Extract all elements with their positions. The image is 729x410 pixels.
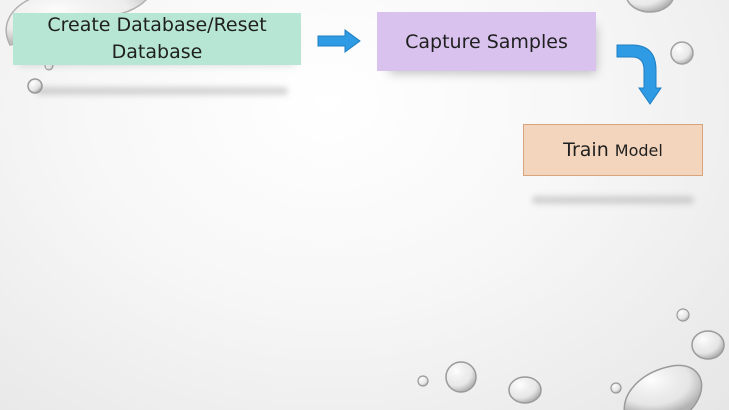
water-droplet-icon (626, 0, 674, 13)
step-create-database: Create Database/Reset Database (13, 13, 301, 65)
water-droplet-icon (610, 382, 622, 394)
step-capture-samples-label: Capture Samples (405, 30, 568, 53)
step-train-model-label-rest: Model (614, 140, 663, 160)
step1-shadow (36, 87, 288, 95)
water-droplet-icon (691, 330, 725, 360)
water-droplet-icon (417, 375, 429, 387)
water-droplet-icon (623, 364, 703, 410)
step3-shadow (532, 196, 694, 204)
step-capture-samples: Capture Samples (377, 12, 596, 71)
water-droplet-icon (445, 361, 477, 393)
water-droplet-icon (676, 308, 690, 322)
water-droplet-icon (670, 41, 694, 65)
right-arrow-icon (317, 29, 361, 53)
step-create-database-label: Create Database/Reset Database (47, 14, 267, 63)
water-droplet-icon (508, 376, 542, 404)
step-train-model-label-main: Train (563, 139, 609, 161)
step-train-model: Train Model (523, 124, 703, 176)
water-droplet-icon (27, 78, 43, 94)
curved-down-arrow-icon (616, 44, 662, 105)
